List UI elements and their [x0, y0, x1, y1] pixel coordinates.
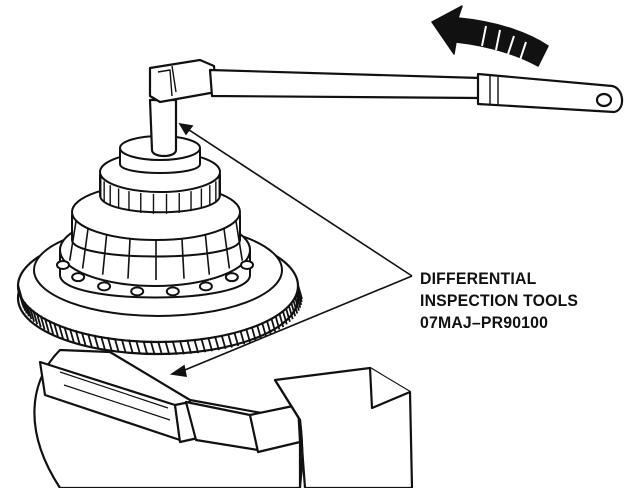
- bench-vise: [33, 348, 414, 488]
- callout-line-3: 07MAJ–PR90100: [420, 313, 549, 332]
- rotation-direction-arrow-icon: [431, 5, 549, 67]
- leader-lines: [169, 122, 413, 377]
- callout-line-2: INSPECTION TOOLS: [420, 291, 579, 310]
- torque-wrench: [148, 58, 624, 158]
- tool-callout-label: DIFFERENTIAL INSPECTION TOOLS 07MAJ–PR90…: [420, 268, 621, 334]
- callout-line-1: DIFFERENTIAL: [420, 269, 537, 288]
